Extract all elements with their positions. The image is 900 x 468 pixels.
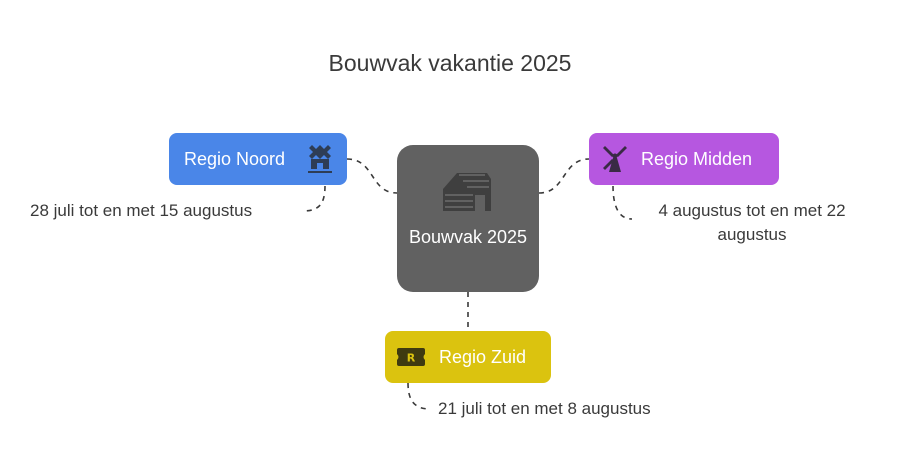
region-zuid-label: Regio Zuid	[439, 346, 527, 367]
connector-midden-dates	[612, 185, 633, 220]
connector-noord-dates	[302, 185, 326, 212]
region-noord-dates: 28 juli tot en met 15 augustus	[30, 201, 253, 220]
windmill-icon	[603, 146, 627, 172]
connector-midden	[538, 158, 590, 194]
region-noord-node: Regio Noord	[169, 133, 347, 185]
region-midden-label: Regio Midden	[641, 148, 753, 169]
diagram-title: Bouwvak vakantie 2025	[328, 50, 572, 76]
connector-zuid-dates	[407, 382, 431, 410]
center-label: Bouwvak 2025	[408, 227, 528, 247]
castle-icon	[308, 145, 332, 173]
region-zuid-node: R Regio Zuid	[385, 331, 551, 383]
region-zuid-dates: 21 juli tot en met 8 augustus	[438, 399, 651, 418]
house-icon	[443, 173, 491, 211]
connector-noord	[346, 158, 398, 194]
region-noord-label: Regio Noord	[184, 148, 286, 169]
region-midden-node: Regio Midden	[589, 133, 779, 185]
svg-text:R: R	[407, 352, 416, 365]
ticket-icon: R	[397, 348, 425, 366]
center-node: Bouwvak 2025	[397, 145, 539, 292]
region-midden-dates: 4 augustus tot en met 22 augustus	[658, 201, 846, 244]
